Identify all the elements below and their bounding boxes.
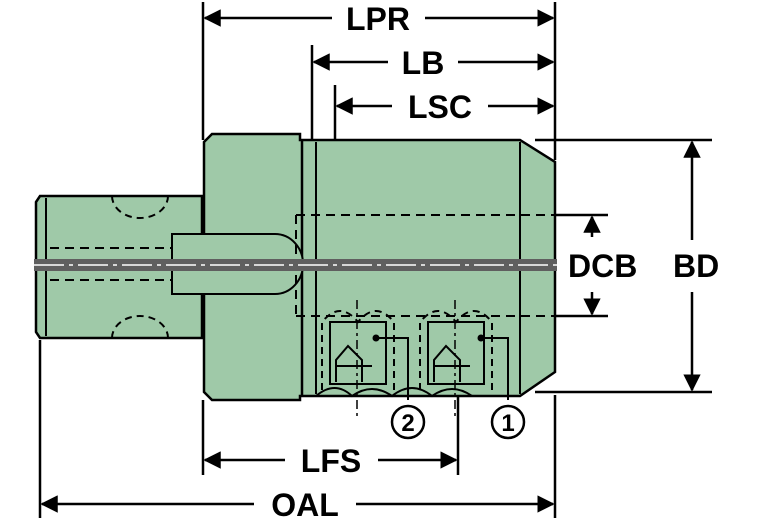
leader-lines — [376, 337, 509, 400]
dimension-label-oal: OAL — [271, 487, 339, 523]
dimension-label-lsc: LSC — [408, 89, 472, 125]
callout-2: 2 — [390, 404, 426, 440]
cartridge-axes — [356, 300, 456, 420]
dimension-label-dcb: DCB — [568, 248, 637, 284]
dimension-label-lfs: LFS — [301, 443, 361, 479]
dimension-arrows — [40, 9, 701, 513]
cartridge-screws — [329, 321, 485, 385]
dimension-label-bd: BD — [673, 248, 719, 284]
centerline — [34, 259, 557, 271]
dimension-label-lb: LB — [402, 45, 445, 81]
callout-1-label: 1 — [501, 410, 514, 437]
extension-lines — [38, 2, 712, 518]
dimension-label-lpr: LPR — [346, 1, 410, 37]
callout-2-label: 2 — [401, 410, 414, 437]
callout-1: 1 — [490, 404, 526, 440]
